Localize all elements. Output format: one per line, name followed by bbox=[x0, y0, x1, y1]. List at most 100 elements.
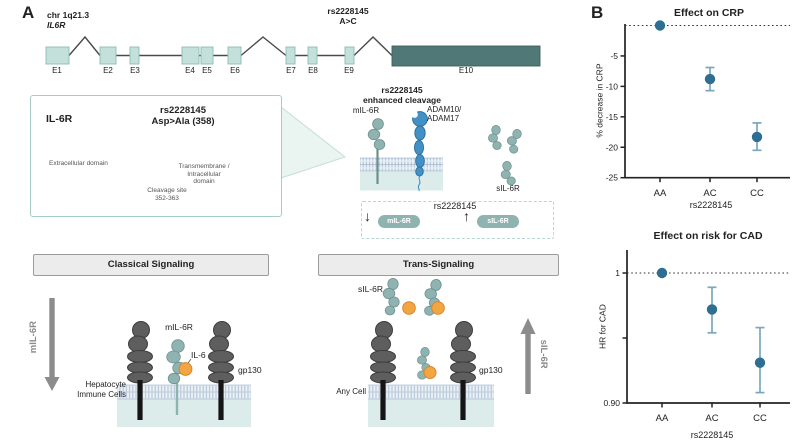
adam-protease bbox=[411, 111, 428, 192]
sil6r-label: sIL-6R bbox=[358, 284, 384, 294]
intron-line bbox=[68, 35, 393, 57]
gene-name: IL6R bbox=[47, 20, 66, 30]
membrane bbox=[360, 157, 443, 172]
svg-text:AA: AA bbox=[656, 413, 669, 424]
adam-label: ADAM10/ bbox=[427, 105, 462, 114]
mil6r-axis-label: mIL-6R bbox=[27, 321, 39, 354]
svg-text:-10: -10 bbox=[606, 81, 619, 91]
svg-text:-20: -20 bbox=[606, 142, 619, 152]
exon-E6 bbox=[227, 46, 242, 65]
cell-type-label: Any Cell bbox=[336, 387, 366, 396]
exon-label: E2 bbox=[103, 66, 113, 75]
sil6r-il6-complex bbox=[421, 277, 445, 317]
cleavage-site-label: Cleavage site bbox=[147, 187, 187, 194]
crp-y-axis-label: % decrease in CRP bbox=[594, 63, 605, 138]
exon-E3 bbox=[129, 46, 140, 65]
gene-variant-id: rs2228145 bbox=[327, 6, 369, 16]
svg-text:CC: CC bbox=[750, 188, 764, 199]
sil6r-axis-label: sIL-6R bbox=[538, 339, 550, 369]
svg-text:0.90: 0.90 bbox=[603, 398, 620, 408]
svg-text:AA: AA bbox=[654, 188, 667, 199]
exon-E9 bbox=[344, 46, 355, 65]
cleavage-title: enhanced cleavage bbox=[363, 95, 441, 105]
cad-chart-title: Effect on risk for CAD bbox=[653, 230, 763, 242]
protein-box bbox=[30, 95, 282, 217]
gp130-label: gp130 bbox=[479, 365, 503, 375]
sil6r-il6-complex bbox=[382, 277, 416, 316]
gene-variant-change: A>C bbox=[339, 16, 357, 26]
exon-E4 bbox=[181, 46, 200, 65]
svg-text:-15: -15 bbox=[606, 112, 619, 122]
svg-text:AC: AC bbox=[705, 413, 718, 424]
down-arrow-icon bbox=[44, 298, 60, 391]
cell-type-label: Hepatocyte bbox=[85, 380, 126, 389]
sil6r-label: sIL-6R bbox=[496, 184, 520, 193]
cell-type-label: Immune Cells bbox=[77, 390, 126, 399]
mil6r-receptor bbox=[367, 118, 386, 184]
cad-x-axis-label: rs2228145 bbox=[690, 430, 734, 440]
svg-text:1: 1 bbox=[615, 268, 620, 278]
gene-diagram bbox=[45, 35, 541, 67]
classical-signaling-art bbox=[44, 298, 251, 427]
gp130-label: gp130 bbox=[238, 365, 262, 375]
exon-E8 bbox=[307, 46, 318, 65]
transmembrane-label: Transmembrane / bbox=[178, 163, 230, 170]
mil6r-label: mIL-6R bbox=[352, 106, 380, 115]
trans-signaling-art bbox=[368, 277, 536, 427]
cleavage-site-label: 352-363 bbox=[155, 194, 179, 202]
exon-E2 bbox=[99, 46, 117, 65]
up-arrow-icon bbox=[520, 318, 536, 394]
exon-label: E9 bbox=[344, 66, 354, 75]
gene-locus: chr 1q21.3 bbox=[47, 10, 90, 20]
cell-interior bbox=[360, 171, 443, 191]
mil6r-label: mIL-6R bbox=[165, 322, 193, 332]
exon-label: E6 bbox=[230, 66, 240, 75]
exon-label: E8 bbox=[308, 66, 318, 75]
transmembrane-label: Intracellular bbox=[187, 170, 221, 178]
svg-text:AC: AC bbox=[703, 188, 716, 199]
adam-label: ADAM17 bbox=[427, 114, 460, 123]
exon-E10 bbox=[391, 45, 541, 67]
il6-label: IL-6 bbox=[191, 350, 206, 360]
crp-x-axis-label: rs2228145 bbox=[689, 200, 733, 210]
protein-variant-id: rs2228145 bbox=[160, 105, 206, 116]
protein-variant-effect: Asp>Ala (358) bbox=[151, 116, 215, 127]
protein-name: IL-6R bbox=[46, 113, 73, 125]
exon-label: E5 bbox=[202, 66, 212, 75]
exon-E5 bbox=[200, 46, 214, 65]
panel-b-label: B bbox=[591, 3, 604, 22]
up-arrow-icon: ↑ bbox=[463, 208, 470, 224]
exon-label: E1 bbox=[52, 66, 62, 75]
svg-text:CC: CC bbox=[753, 413, 767, 424]
sil6r-fragments bbox=[488, 125, 524, 188]
extracellular-domain-label: Extracellular domain bbox=[49, 160, 108, 167]
callout-triangle bbox=[280, 105, 347, 179]
sil6r-il6-complex bbox=[417, 347, 437, 380]
sil6r-pill: sIL-6R bbox=[477, 214, 519, 228]
exon-E7 bbox=[285, 46, 296, 65]
exon-E1 bbox=[45, 46, 70, 65]
classical-signaling-header: Classical Signaling bbox=[33, 254, 269, 276]
svg-text:-5: -5 bbox=[610, 51, 618, 61]
panel-a-label: A bbox=[22, 3, 35, 22]
membrane bbox=[117, 384, 251, 400]
il6-ligand bbox=[178, 362, 193, 376]
cell-interior bbox=[368, 399, 494, 427]
trans-signaling-header: Trans-Signaling bbox=[318, 254, 559, 276]
exon-label: E4 bbox=[185, 66, 195, 75]
svg-text:-25: -25 bbox=[606, 173, 619, 183]
mil6r-receptor bbox=[166, 339, 186, 415]
exon-label: E7 bbox=[286, 66, 296, 75]
cad-y-axis-label: HR for CAD bbox=[597, 304, 608, 350]
transmembrane-label: domain bbox=[193, 178, 215, 185]
membrane bbox=[368, 384, 494, 400]
enhanced-cleavage-diagram bbox=[360, 111, 524, 192]
exon-label: E10 bbox=[458, 66, 474, 75]
exon-label: E3 bbox=[130, 66, 140, 75]
crp-chart-title: Effect on CRP bbox=[673, 7, 744, 19]
down-arrow-icon: ↓ bbox=[364, 208, 371, 224]
mil6r-pill: mIL-6R bbox=[378, 214, 420, 228]
